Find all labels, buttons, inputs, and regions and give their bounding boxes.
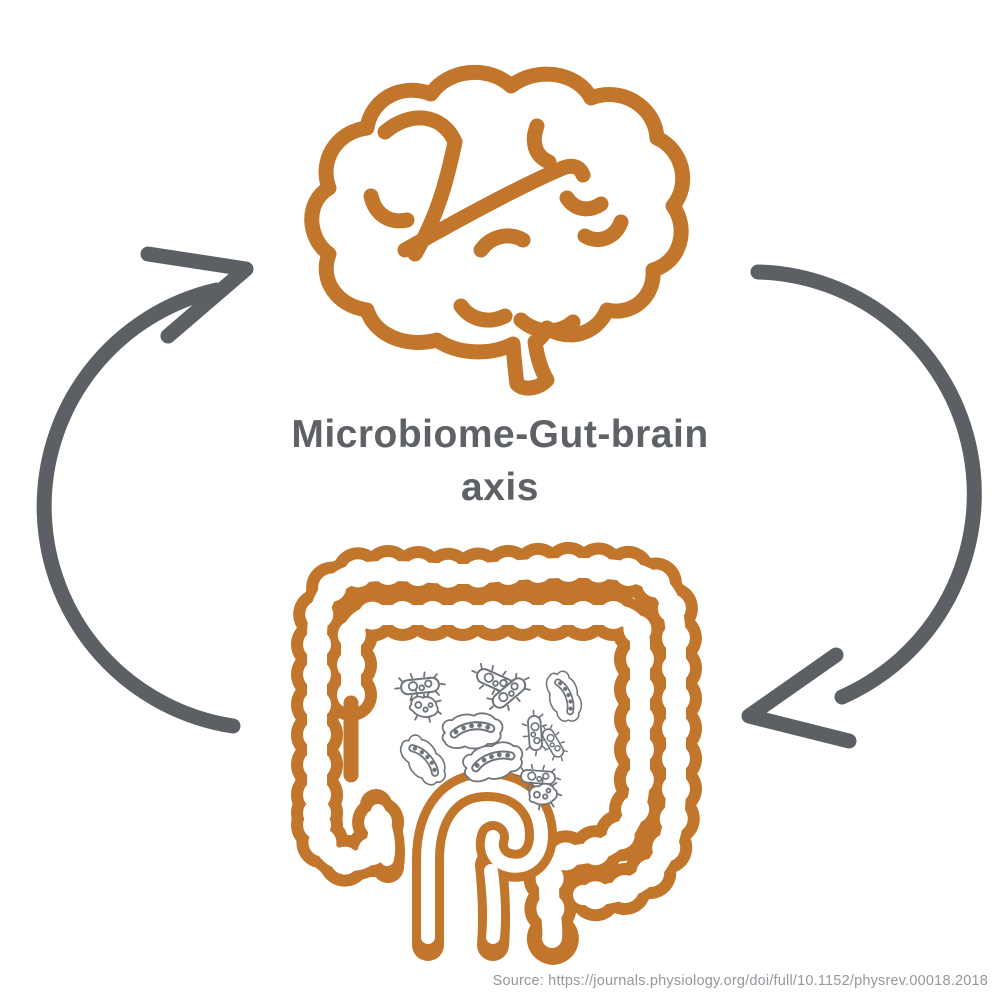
cycle-arrow-right-icon xyxy=(741,264,982,749)
microbe-rod xyxy=(542,668,586,726)
source-citation: Source: https://journals.physiology.org/… xyxy=(492,973,988,989)
colon-outline xyxy=(291,541,702,971)
page-title: Microbiome-Gut-brain axis xyxy=(0,408,1000,514)
brain-icon xyxy=(304,64,691,396)
intestine-icon xyxy=(291,541,702,971)
title-line-1: Microbiome-Gut-brain xyxy=(291,413,709,456)
cycle-arrow-left-icon xyxy=(36,246,254,734)
small-intestine-outline xyxy=(412,768,558,961)
title-line-2: axis xyxy=(461,466,539,509)
